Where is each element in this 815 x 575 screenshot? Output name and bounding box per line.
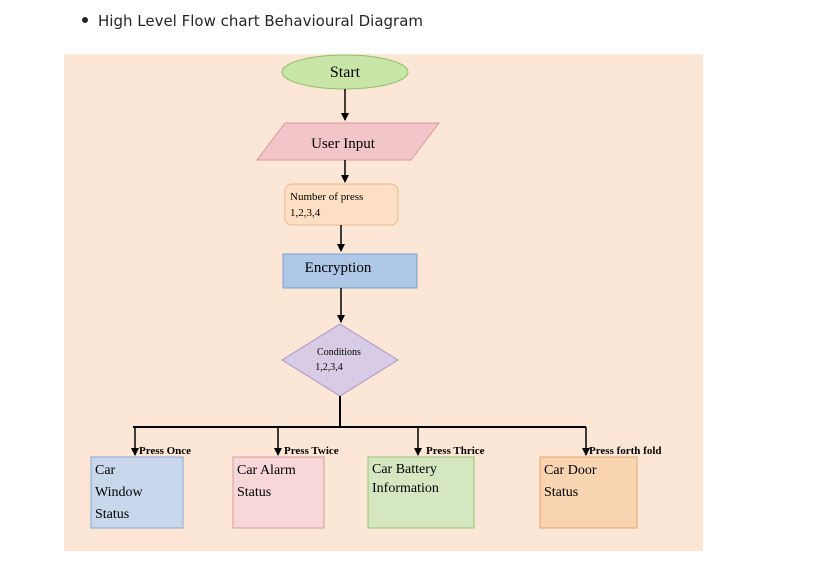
press-count-line1: Number of press — [290, 191, 363, 203]
box-line: Car Alarm — [237, 463, 296, 478]
branch-label: Press Thrice — [426, 445, 485, 457]
heading-bullet: High Level Flow chart Behavioural Diagra… — [82, 12, 423, 30]
box-line: Status — [237, 485, 271, 500]
box-line: Status — [544, 485, 578, 500]
car-battery-information-box — [367, 456, 475, 529]
branch-press-forth-fold: Press forth fold Car Door Status — [539, 427, 662, 529]
user-input-label: User Input — [311, 136, 376, 152]
press-count-line2: 1,2,3,4 — [290, 207, 321, 219]
box-line: Car Door — [544, 463, 597, 478]
box-line: Information — [372, 481, 439, 496]
box-line: Status — [95, 507, 129, 522]
user-input-node — [255, 122, 441, 161]
box-line: Car Battery — [372, 462, 437, 477]
branch-press-thrice: Press Thrice Car Battery Information — [367, 427, 485, 529]
box-line: Car — [95, 463, 116, 478]
box-line: Window — [95, 485, 144, 500]
branch-press-once: Press Once Car Window Status — [90, 427, 191, 529]
heading-text: High Level Flow chart Behavioural Diagra… — [98, 12, 424, 30]
conditions-line1: Conditions — [317, 347, 361, 358]
car-alarm-status-box — [232, 456, 325, 529]
encryption-node — [282, 253, 418, 289]
branch-label: Press Twice — [284, 445, 339, 457]
branch-label: Press forth fold — [589, 445, 662, 457]
conditions-line2: 1,2,3,4 — [315, 362, 343, 373]
encryption-label: Encryption — [305, 260, 372, 276]
branch-press-twice: Press Twice Car Alarm Status — [232, 427, 339, 529]
start-label: Start — [330, 64, 361, 81]
branch-label: Press Once — [139, 445, 191, 457]
bullet-icon — [82, 16, 88, 23]
car-window-status-box — [90, 456, 184, 529]
car-door-status-box — [539, 456, 638, 529]
